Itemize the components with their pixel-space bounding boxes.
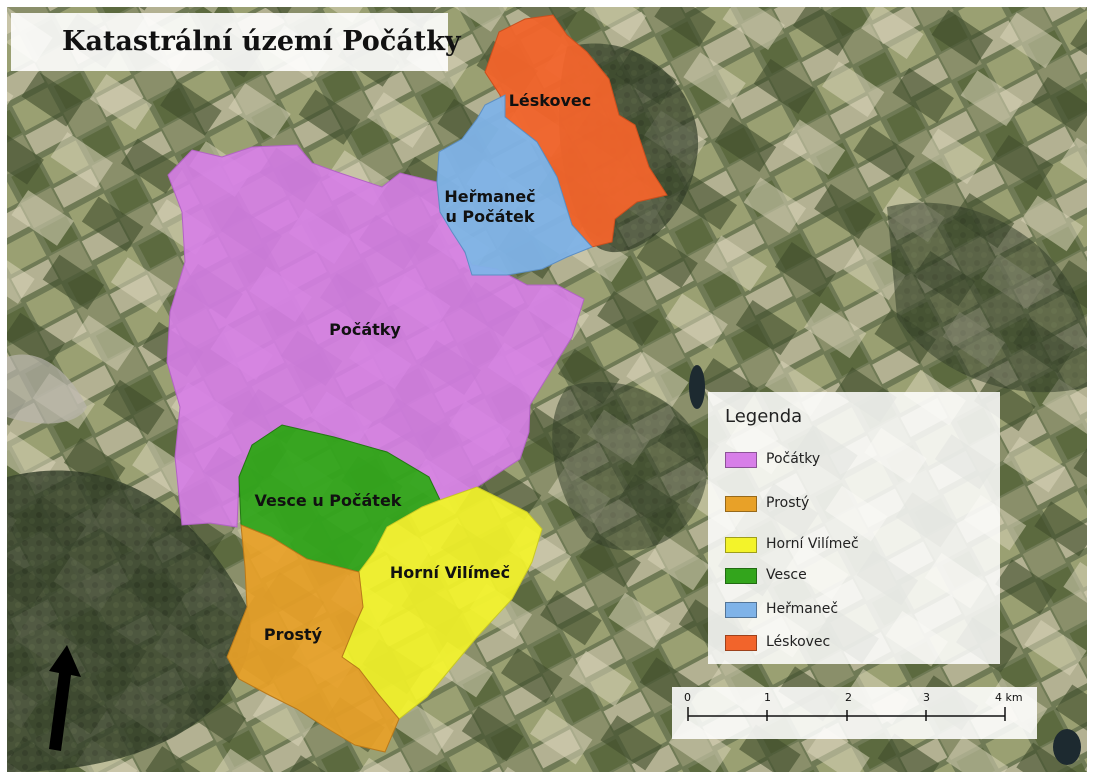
legend: Legenda Počátky Prostý Horní Vilímeč Ves… xyxy=(708,392,1000,664)
legend-swatch-vesce xyxy=(725,568,757,584)
region-label-vesce: Vesce u Počátek xyxy=(255,491,402,510)
region-label-prosty: Prostý xyxy=(264,625,323,644)
region-prosty[interactable] xyxy=(226,524,400,753)
map-title-box: Katastrální území Počátky xyxy=(11,13,461,71)
scale-tick-1: 1 xyxy=(764,691,771,704)
legend-swatch-hermanec xyxy=(725,602,757,618)
legend-label: Heřmaneč xyxy=(766,601,839,617)
scale-tick-4: 4 km xyxy=(995,691,1023,704)
legend-label: Léskovec xyxy=(766,634,831,650)
scale-bar-graphic xyxy=(687,707,1006,721)
region-hermanec[interactable] xyxy=(436,94,593,276)
scale-tick-3: 3 xyxy=(923,691,930,704)
legend-label: Prostý xyxy=(766,495,810,511)
region-label-pocatky: Počátky xyxy=(329,320,401,339)
region-label-hermanec-line1: Heřmaneč xyxy=(444,187,535,206)
north-arrow-icon xyxy=(43,645,83,757)
pond xyxy=(689,365,705,409)
region-label-leskovec: Léskovec xyxy=(509,91,592,110)
scale-bar: 0 1 2 3 4 km xyxy=(672,687,1037,739)
legend-swatch-horni-vilimec xyxy=(725,537,757,553)
legend-label: Počátky xyxy=(766,451,821,467)
map-canvas[interactable]: Počátky Léskovec Heřmaneč u Počátek Vesc… xyxy=(7,7,1087,772)
pond-se xyxy=(1053,729,1081,765)
legend-title: Legenda xyxy=(725,406,803,427)
forest-area-e xyxy=(887,202,1087,393)
legend-swatch-pocatky xyxy=(725,452,757,468)
forest-area-center xyxy=(552,381,707,551)
scale-tick-0: 0 xyxy=(684,691,691,704)
legend-label: Vesce xyxy=(766,567,807,583)
legend-swatch-prosty xyxy=(725,496,757,512)
scale-tick-2: 2 xyxy=(845,691,852,704)
region-label-horni-vilimec: Horní Vilímeč xyxy=(390,563,510,582)
legend-label: Horní Vilímeč xyxy=(766,536,859,552)
town-west xyxy=(7,354,87,424)
legend-swatch-leskovec xyxy=(725,635,757,651)
region-pocatky[interactable] xyxy=(166,144,585,528)
map-view[interactable]: Počátky Léskovec Heřmaneč u Počátek Vesc… xyxy=(7,7,1087,772)
region-label-hermanec-line2: u Počátek xyxy=(445,207,534,226)
map-title: Katastrální území Počátky xyxy=(62,26,461,57)
